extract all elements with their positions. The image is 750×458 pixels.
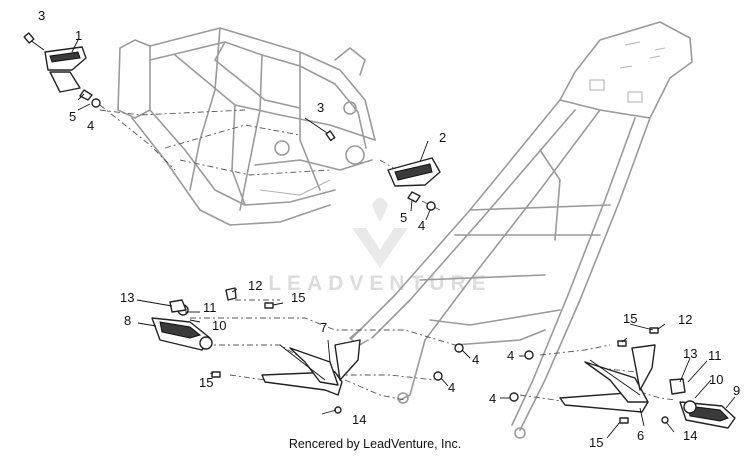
callout-labels: 3 1 5 4 3 2 5 4 12 13 15 11 8 10 7 15 14…	[38, 8, 740, 450]
callout-5: 5	[400, 210, 407, 225]
callout-4: 4	[507, 348, 514, 363]
callout-4: 4	[472, 352, 479, 367]
frame-nuts	[433, 343, 534, 402]
callout-7: 7	[320, 320, 327, 335]
callout-14: 14	[683, 428, 697, 443]
leader-lines	[71, 39, 736, 439]
callout-15: 15	[589, 435, 603, 450]
callout-4: 4	[418, 218, 425, 233]
callout-5: 5	[69, 109, 76, 124]
callout-6: 6	[637, 428, 644, 443]
passenger-footpeg-right	[617, 327, 736, 429]
watermark-logo: LEADVENTURE	[268, 272, 492, 295]
watermark-emblem	[352, 197, 408, 268]
main-frame	[117, 27, 376, 226]
callout-15: 15	[623, 311, 637, 326]
callout-11: 11	[203, 300, 217, 315]
callout-13: 13	[120, 290, 134, 305]
callout-4: 4	[489, 391, 496, 406]
callout-15: 15	[199, 375, 213, 390]
callout-15: 15	[291, 290, 305, 305]
callout-12: 12	[678, 312, 692, 327]
callout-2: 2	[439, 130, 446, 145]
callout-14: 14	[352, 412, 366, 427]
passenger-bracket-left	[261, 339, 361, 414]
callout-3: 3	[317, 100, 324, 115]
footpeg-left-upper	[23, 32, 101, 108]
callout-4: 4	[448, 380, 455, 395]
callout-13: 13	[683, 346, 697, 361]
callout-9: 9	[733, 383, 740, 398]
callout-12: 12	[248, 278, 262, 293]
footer-credit: Rencered by LeadVenture, Inc.	[288, 437, 462, 451]
passenger-bracket-right	[559, 344, 669, 424]
callout-1: 1	[75, 28, 82, 43]
callout-3: 3	[38, 8, 45, 23]
callout-4: 4	[87, 118, 94, 133]
rear-subframe	[349, 21, 693, 439]
callout-8: 8	[124, 313, 131, 328]
footpeg-right-upper	[304, 117, 441, 211]
callout-10: 10	[212, 318, 226, 333]
callout-11: 11	[708, 348, 722, 363]
passenger-footpeg-left	[151, 287, 274, 378]
callout-10: 10	[709, 372, 723, 387]
